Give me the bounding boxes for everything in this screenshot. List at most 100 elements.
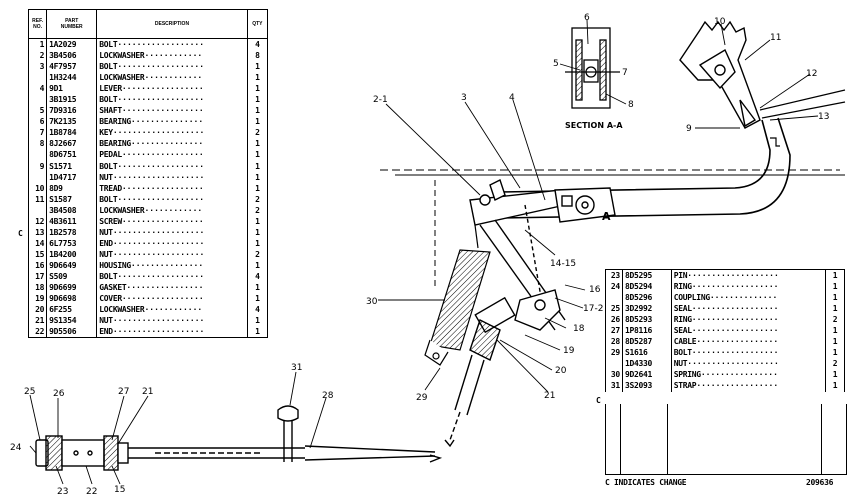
description-cell: RING·················· xyxy=(671,281,827,293)
part-number-cell: S509 xyxy=(46,270,98,283)
description-cell: BOLT·················· xyxy=(96,94,248,106)
description-cell: END··················· xyxy=(96,326,248,338)
leader-dots: ················· xyxy=(121,106,204,116)
leader-dots: ··················· xyxy=(112,172,205,182)
part-number-cell: 6F255 xyxy=(46,304,98,316)
callout-22: 22 xyxy=(86,487,97,497)
qty-cell: 4 xyxy=(255,40,260,50)
ref-no-cell: 28 xyxy=(605,336,623,348)
callout-16: 16 xyxy=(589,285,601,295)
change-note: C INDICATES CHANGE xyxy=(605,478,687,487)
ref-no-cell: 4 xyxy=(28,83,48,95)
callout-2-1: 2-1 xyxy=(373,95,388,105)
part-number-cell: 1D4717 xyxy=(46,171,98,183)
leader-dots: ··············· xyxy=(130,260,204,270)
callout-31: 31 xyxy=(291,363,302,373)
callout-19: 19 xyxy=(563,346,575,356)
qty-cell: 1 xyxy=(255,95,260,105)
qty-cell: 2 xyxy=(255,128,260,138)
qty-cell: 1 xyxy=(255,172,260,182)
leader-dots: ················· xyxy=(121,216,204,226)
leader-dots: ··············· xyxy=(130,139,204,149)
ref-no-cell: 6 xyxy=(28,116,48,128)
callout-8: 8 xyxy=(628,100,634,110)
qty-cell: 1 xyxy=(832,271,838,281)
ref-no-cell: 10 xyxy=(28,182,48,194)
description-cell: KEY··················· xyxy=(96,127,248,139)
ref-no-cell: 1 xyxy=(28,38,48,51)
section-a-a-label: SECTION A-A xyxy=(565,121,623,130)
qty-cell: 1 xyxy=(255,316,260,326)
description-cell: SPRING················ xyxy=(671,369,827,381)
ref-no-cell: 18 xyxy=(28,282,48,294)
qty-cell: 2 xyxy=(255,249,260,259)
part-number-cell: 9D6698 xyxy=(46,293,98,305)
qty-cell: 1 xyxy=(255,183,260,193)
description-cell: PIN··················· xyxy=(671,269,827,282)
ref-no-cell xyxy=(28,204,48,216)
pedal xyxy=(679,20,761,129)
description-cell: STRAP················· xyxy=(671,380,827,392)
leader-dots: ··················· xyxy=(112,238,205,248)
callout-4: 4 xyxy=(509,93,515,103)
leader-dots: ············ xyxy=(144,51,203,61)
callout-18: 18 xyxy=(573,324,585,334)
leader-dots: ·················· xyxy=(691,315,779,325)
part-number-cell: 6L7753 xyxy=(46,237,98,249)
qty-cell: 1 xyxy=(255,238,260,248)
ref-no-cell: 25 xyxy=(605,303,623,315)
part-number-cell: 1H3244 xyxy=(46,72,98,84)
header-ref-no: REF. NO. xyxy=(28,9,48,39)
drawing-number: 209636 xyxy=(806,478,834,487)
qty-cell: 4 xyxy=(255,272,260,281)
description-cell: BOLT·················· xyxy=(96,160,248,172)
part-number-cell: 4F7957 xyxy=(46,61,98,73)
part-number-cell: 8J2667 xyxy=(46,138,98,150)
description-cell: BEARING··············· xyxy=(96,138,248,150)
ref-no-cell: 12 xyxy=(28,215,48,227)
callout-6: 6 xyxy=(584,13,590,23)
callout-10: 10 xyxy=(714,17,726,27)
part-number-cell: 8D5296 xyxy=(622,292,672,304)
change-marker-upper: C xyxy=(18,229,23,238)
ref-no-cell: 5 xyxy=(28,105,48,117)
leader-dots: ·················· xyxy=(691,326,779,336)
ref-no-cell: 20 xyxy=(28,304,48,316)
callout-12: 12 xyxy=(806,69,817,79)
callout-27: 27 xyxy=(118,387,129,397)
qty-cell: 1 xyxy=(255,161,260,171)
qty-cell: 2 xyxy=(255,205,260,215)
change-box xyxy=(605,404,847,475)
leader-dots: ············ xyxy=(144,205,203,215)
part-number-cell: 3S2093 xyxy=(622,380,672,392)
leader-dots: ·················· xyxy=(117,161,205,171)
callout-21b: 21 xyxy=(142,387,153,397)
part-number-cell: 4B3611 xyxy=(46,215,98,227)
section-a-a xyxy=(565,27,620,109)
qty-cell: 4 xyxy=(255,305,260,315)
leader-dots: ·················· xyxy=(117,62,205,72)
callout-15: 15 xyxy=(114,485,125,495)
header-qty: QTY xyxy=(247,9,268,39)
cable-assembly xyxy=(35,405,443,471)
qty-cell: 1 xyxy=(832,370,838,380)
description-cell: BOLT·················· xyxy=(96,193,248,205)
part-number-cell: 3B4508 xyxy=(46,204,98,216)
leader-dots: ·················· xyxy=(691,282,779,292)
ref-no-cell: 19 xyxy=(28,293,48,305)
callout-28: 28 xyxy=(322,391,334,401)
